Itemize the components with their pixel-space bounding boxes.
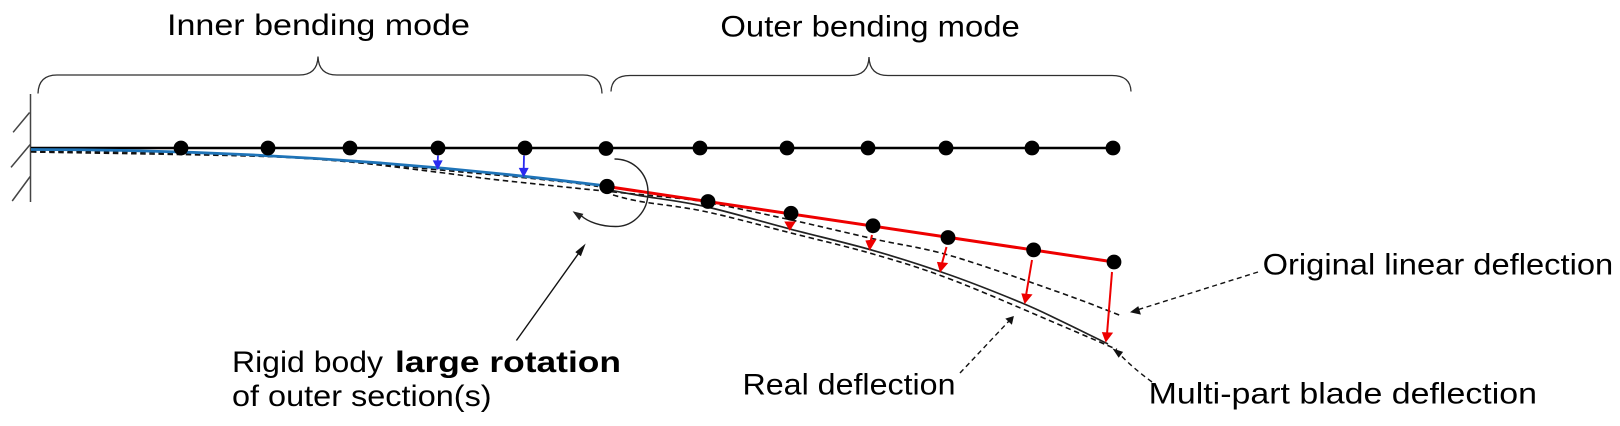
svg-text:of outer section(s): of outer section(s) bbox=[232, 380, 492, 413]
svg-text:Rigid body: Rigid body bbox=[232, 346, 383, 379]
svg-text:Outer bending mode: Outer bending mode bbox=[720, 11, 1019, 44]
svg-text:large rotation: large rotation bbox=[395, 346, 621, 379]
svg-text:Real deflection: Real deflection bbox=[743, 368, 956, 401]
svg-text:Multi-part blade deflection: Multi-part blade deflection bbox=[1149, 378, 1537, 411]
svg-text:Inner bending mode: Inner bending mode bbox=[167, 9, 470, 42]
svg-text:Original linear deflection: Original linear deflection bbox=[1263, 248, 1614, 281]
